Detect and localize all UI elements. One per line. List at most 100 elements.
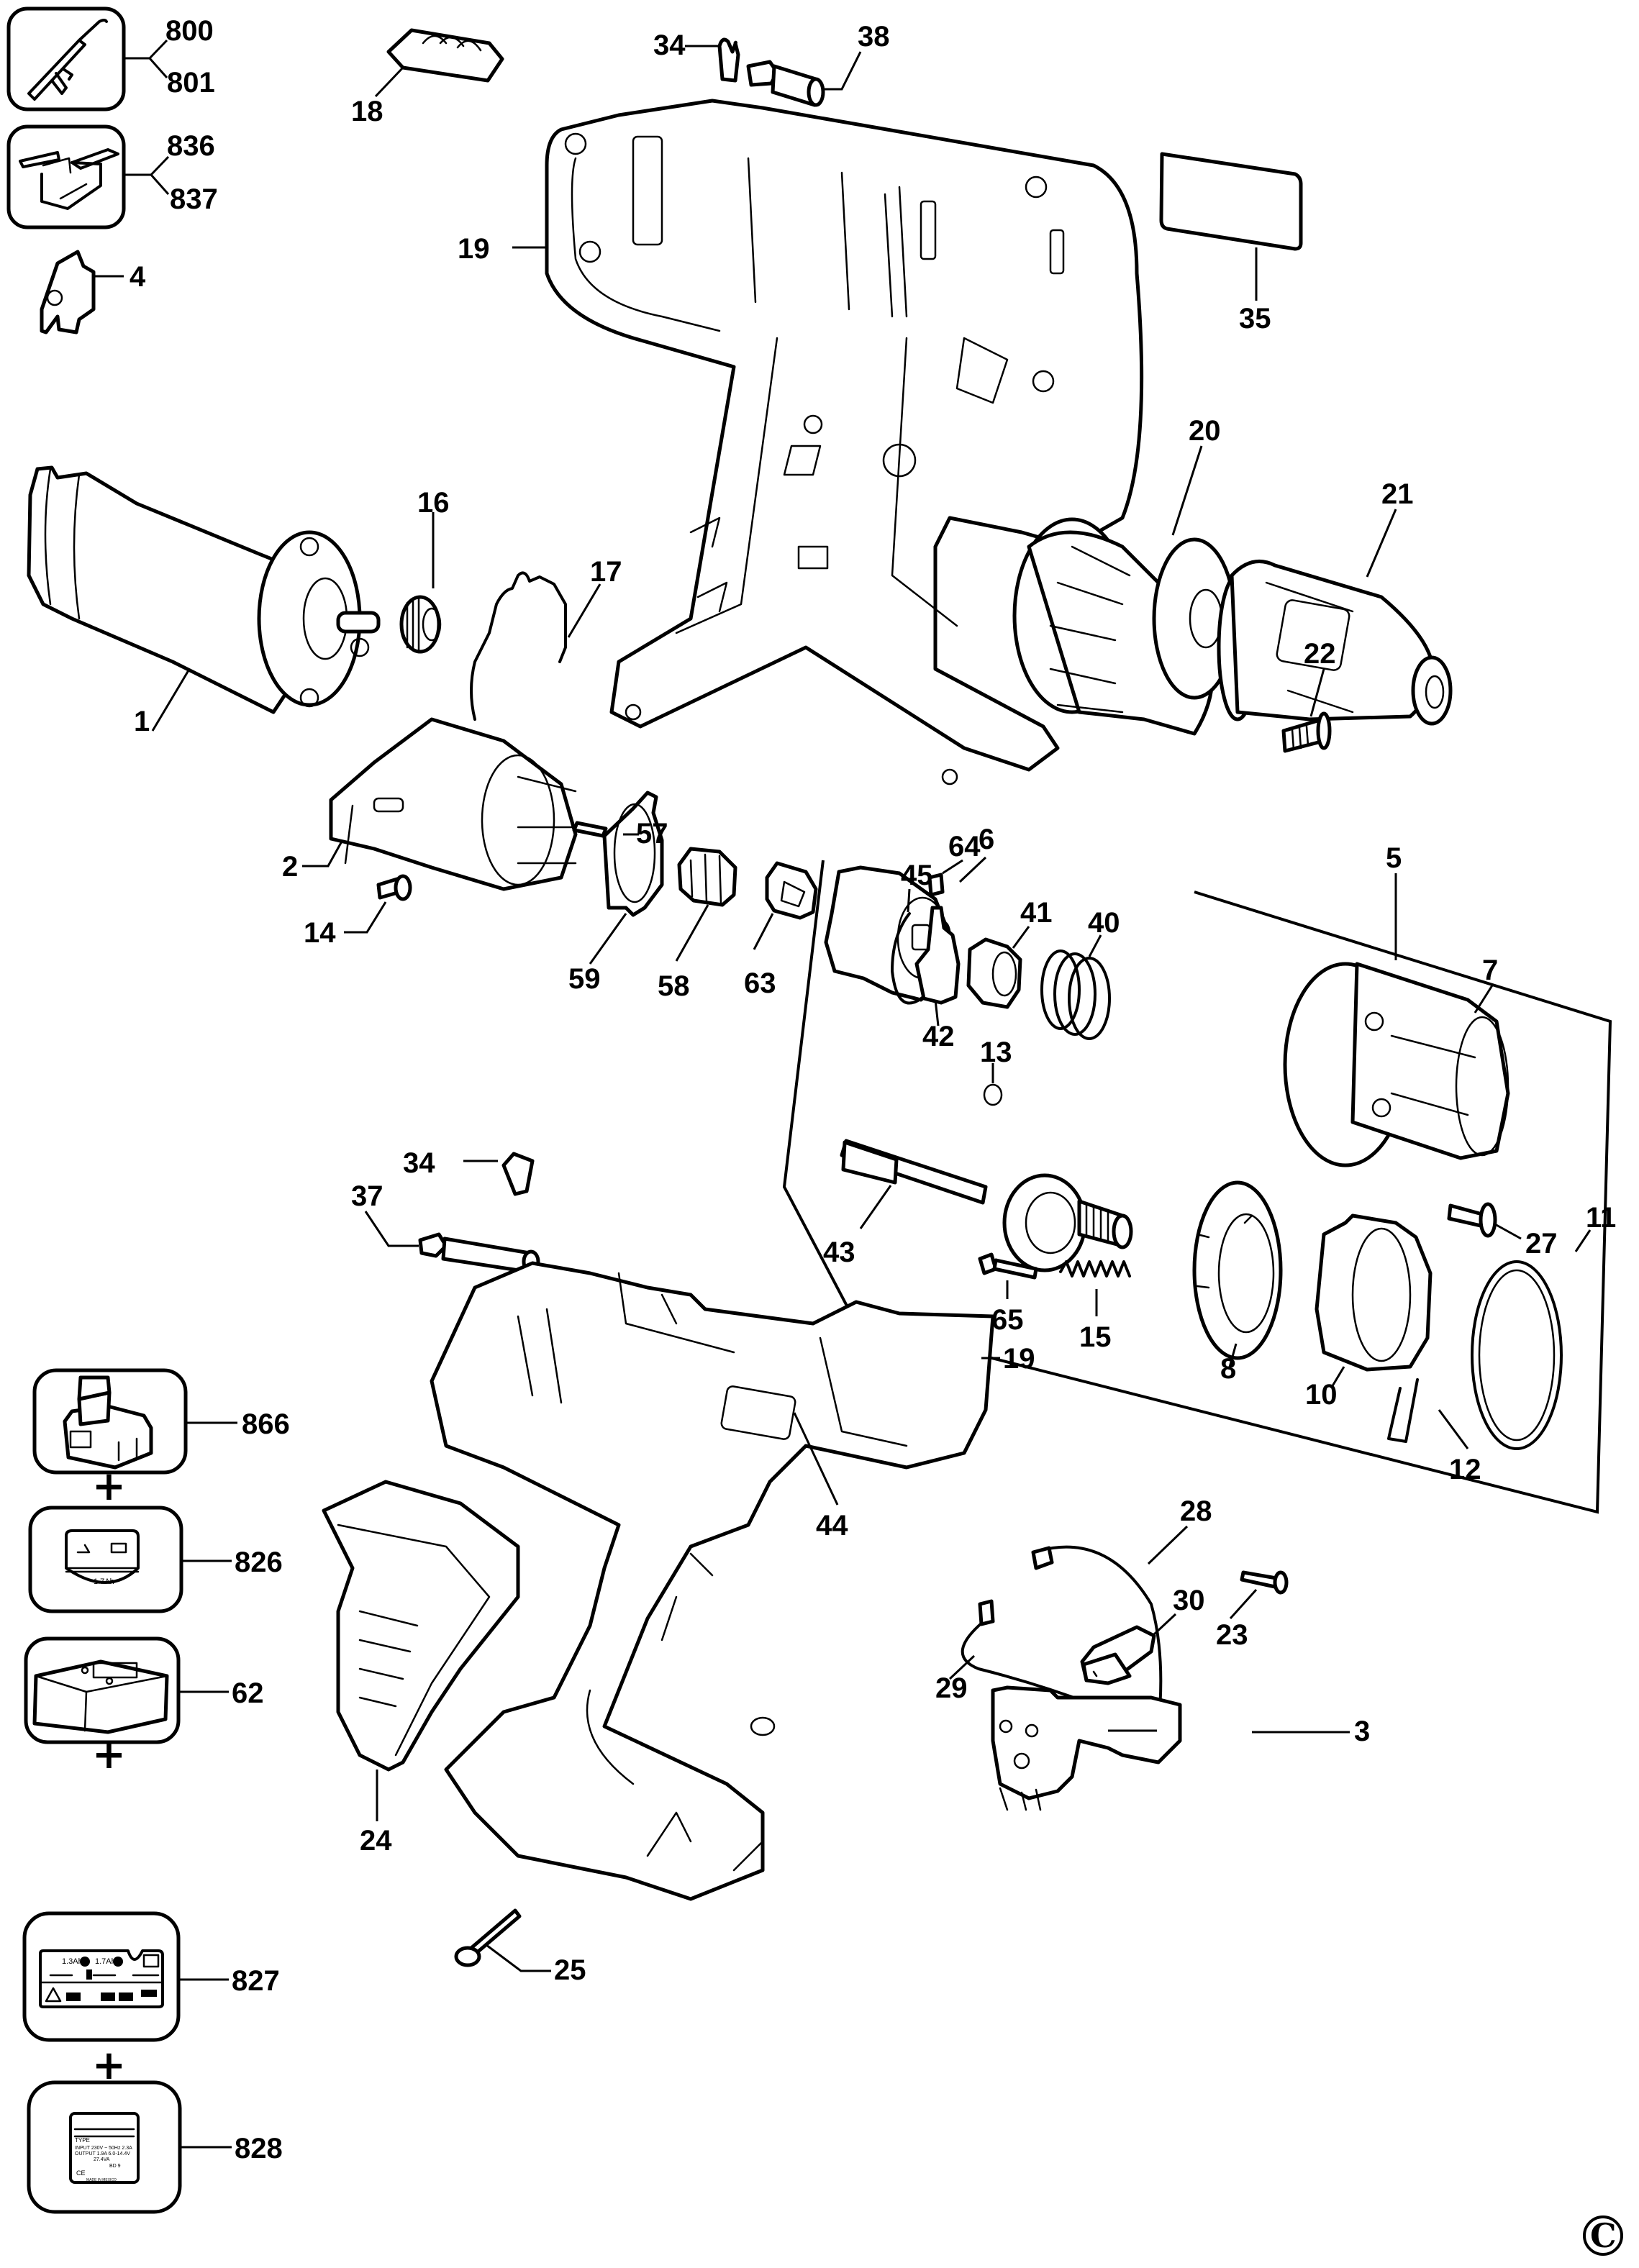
part-label-2[interactable]: 2 bbox=[282, 851, 298, 883]
part-10-clutch-collar[interactable]: 10 bbox=[1305, 1213, 1433, 1411]
part-label-866[interactable]: 866 bbox=[242, 1408, 290, 1440]
part-label-22[interactable]: 22 bbox=[1304, 638, 1336, 670]
part-label-828[interactable]: 828 bbox=[235, 2133, 283, 2164]
part-label-3[interactable]: 3 bbox=[1354, 1716, 1370, 1747]
part-label-45[interactable]: 45 bbox=[901, 860, 933, 891]
part-label-29[interactable]: 29 bbox=[935, 1672, 968, 1704]
part-18-slider[interactable]: 18 bbox=[351, 28, 504, 127]
part-20-clutch-collar[interactable]: 20 bbox=[1012, 415, 1237, 736]
part-label-42[interactable]: 42 bbox=[922, 1021, 955, 1052]
part-label-30[interactable]: 30 bbox=[1173, 1585, 1205, 1616]
part-12-spring-clip[interactable]: 12 bbox=[1387, 1378, 1481, 1485]
part-label-62[interactable]: 62 bbox=[232, 1677, 264, 1709]
part-label-24[interactable]: 24 bbox=[360, 1825, 392, 1857]
part-8-clutch-ring[interactable]: 8 bbox=[1192, 1180, 1283, 1385]
part-65-pin[interactable]: 65 bbox=[978, 1252, 1038, 1336]
part-label-10[interactable]: 10 bbox=[1305, 1379, 1338, 1411]
part-label-27[interactable]: 27 bbox=[1525, 1228, 1558, 1260]
part-label-826[interactable]: 826 bbox=[235, 1547, 283, 1578]
part-13-ball[interactable]: 13 bbox=[980, 1037, 1012, 1106]
part-3-switch[interactable]: 3 bbox=[991, 1685, 1370, 1811]
part-58-sun-gear[interactable]: 58 bbox=[658, 847, 737, 1002]
part-label-14[interactable]: 14 bbox=[304, 917, 336, 949]
part-35-nameplate[interactable]: 35 bbox=[1159, 152, 1303, 334]
part-label-11[interactable]: 11 bbox=[1586, 1202, 1616, 1234]
part-label-59[interactable]: 59 bbox=[568, 963, 601, 995]
kit-62[interactable]: 62 bbox=[24, 1636, 264, 1744]
part-16-pinion[interactable]: 16 bbox=[399, 487, 450, 654]
part-label-34[interactable]: 34 bbox=[403, 1147, 435, 1179]
part-57-pin[interactable]: 57 bbox=[572, 818, 668, 850]
part-label-7[interactable]: 7 bbox=[1482, 955, 1498, 986]
part-37-bit-bottom[interactable]: 37 bbox=[351, 1180, 540, 1274]
part-30-terminal-block[interactable]: 30 bbox=[1080, 1585, 1205, 1685]
part-64-key[interactable]: 64 bbox=[927, 831, 981, 897]
part-28-wire-lead[interactable]: 28 bbox=[1031, 1495, 1212, 1743]
part-label-18[interactable]: 18 bbox=[351, 96, 383, 127]
part-label-64[interactable]: 64 bbox=[948, 831, 981, 862]
part-7-gearcase[interactable]: 7 bbox=[1283, 955, 1510, 1167]
part-label-40[interactable]: 40 bbox=[1088, 907, 1120, 939]
part-label-65[interactable]: 65 bbox=[991, 1304, 1024, 1336]
part-label-837[interactable]: 837 bbox=[170, 183, 218, 215]
part-1-motor[interactable]: 1 bbox=[27, 465, 381, 737]
part-15-spring[interactable]: 15 bbox=[1059, 1260, 1131, 1353]
part-14-screw[interactable]: 14 bbox=[304, 874, 412, 949]
kit-800-801[interactable]: 800 801 bbox=[6, 6, 215, 111]
part-label-5[interactable]: 5 bbox=[1386, 842, 1402, 874]
part-label-20[interactable]: 20 bbox=[1189, 415, 1221, 447]
part-22-screw[interactable]: 22 bbox=[1281, 638, 1336, 753]
part-label-43[interactable]: 43 bbox=[823, 1237, 855, 1268]
part-label-800[interactable]: 800 bbox=[165, 15, 214, 47]
part-41-cam[interactable]: 41 bbox=[966, 897, 1053, 1009]
part-38-bit-top[interactable]: 38 bbox=[746, 21, 890, 107]
part-11-retaining-ring[interactable]: 11 bbox=[1471, 1202, 1616, 1450]
part-label-37[interactable]: 37 bbox=[351, 1180, 383, 1212]
part-label-34[interactable]: 34 bbox=[653, 29, 686, 61]
part-label-19[interactable]: 19 bbox=[1003, 1343, 1035, 1375]
part-label-21[interactable]: 21 bbox=[1381, 478, 1414, 510]
part-label-4[interactable]: 4 bbox=[130, 261, 146, 293]
part-label-12[interactable]: 12 bbox=[1449, 1454, 1481, 1485]
part-27-screw[interactable]: 27 bbox=[1447, 1202, 1558, 1260]
part-4-brush-holder[interactable]: 4 bbox=[40, 250, 146, 334]
part-34-bit-clip-top[interactable]: 34 bbox=[653, 29, 740, 83]
kit-827[interactable]: 1.3Ah 1.7Ah 827 bbox=[22, 1911, 280, 2042]
part-label-44[interactable]: 44 bbox=[816, 1510, 848, 1541]
kit-866[interactable]: 866 bbox=[32, 1368, 290, 1475]
part-label-827[interactable]: 827 bbox=[232, 1965, 280, 1997]
part-label-35[interactable]: 35 bbox=[1239, 303, 1271, 334]
part-5-group-bracket[interactable]: 5 bbox=[782, 842, 1612, 1514]
part-label-801[interactable]: 801 bbox=[167, 67, 215, 99]
part-label-28[interactable]: 28 bbox=[1180, 1495, 1212, 1527]
part-42-lock-ring[interactable]: 42 bbox=[914, 906, 961, 1052]
part-label-57[interactable]: 57 bbox=[636, 818, 668, 850]
part-43-spindle[interactable]: 43 bbox=[823, 1139, 1133, 1272]
part-63-planet-carrier[interactable]: 63 bbox=[744, 861, 818, 999]
part-label-25[interactable]: 25 bbox=[554, 1954, 586, 1986]
part-label-19[interactable]: 19 bbox=[458, 233, 490, 265]
part-23-screw[interactable]: 23 bbox=[1216, 1570, 1289, 1651]
part-label-58[interactable]: 58 bbox=[658, 970, 690, 1002]
part-label-836[interactable]: 836 bbox=[167, 130, 215, 162]
part-34-bit-clip-bottom[interactable]: 34 bbox=[403, 1147, 535, 1196]
kit-828[interactable]: TYPE INPUT 230V ~ 50Hz 2.3A OUTPUT 1.9A … bbox=[27, 2080, 283, 2214]
part-label-16[interactable]: 16 bbox=[417, 487, 450, 519]
kit-826[interactable]: 1.7Ah 826 bbox=[28, 1506, 283, 1613]
part-label-13[interactable]: 13 bbox=[980, 1037, 1012, 1068]
part-59-ring-plate[interactable]: 59 bbox=[568, 791, 664, 995]
part-label-1[interactable]: 1 bbox=[134, 706, 150, 737]
part-label-8[interactable]: 8 bbox=[1220, 1353, 1236, 1385]
part-25-screw[interactable]: 25 bbox=[454, 1908, 586, 1986]
part-19-housing-bottom[interactable]: 19 bbox=[430, 1261, 1035, 1901]
part-label-41[interactable]: 41 bbox=[1020, 897, 1053, 929]
part-44-label[interactable]: 44 bbox=[793, 1412, 848, 1541]
part-label-23[interactable]: 23 bbox=[1216, 1619, 1248, 1651]
part-label-38[interactable]: 38 bbox=[858, 21, 890, 53]
part-label-63[interactable]: 63 bbox=[744, 967, 776, 999]
part-label-15[interactable]: 15 bbox=[1079, 1321, 1112, 1353]
part-label-17[interactable]: 17 bbox=[590, 556, 622, 588]
part-17-wire-spring[interactable]: 17 bbox=[470, 556, 622, 721]
part-40-spring[interactable]: 40 bbox=[1040, 907, 1120, 1040]
part-21-chuck[interactable]: 21 bbox=[1217, 478, 1453, 726]
